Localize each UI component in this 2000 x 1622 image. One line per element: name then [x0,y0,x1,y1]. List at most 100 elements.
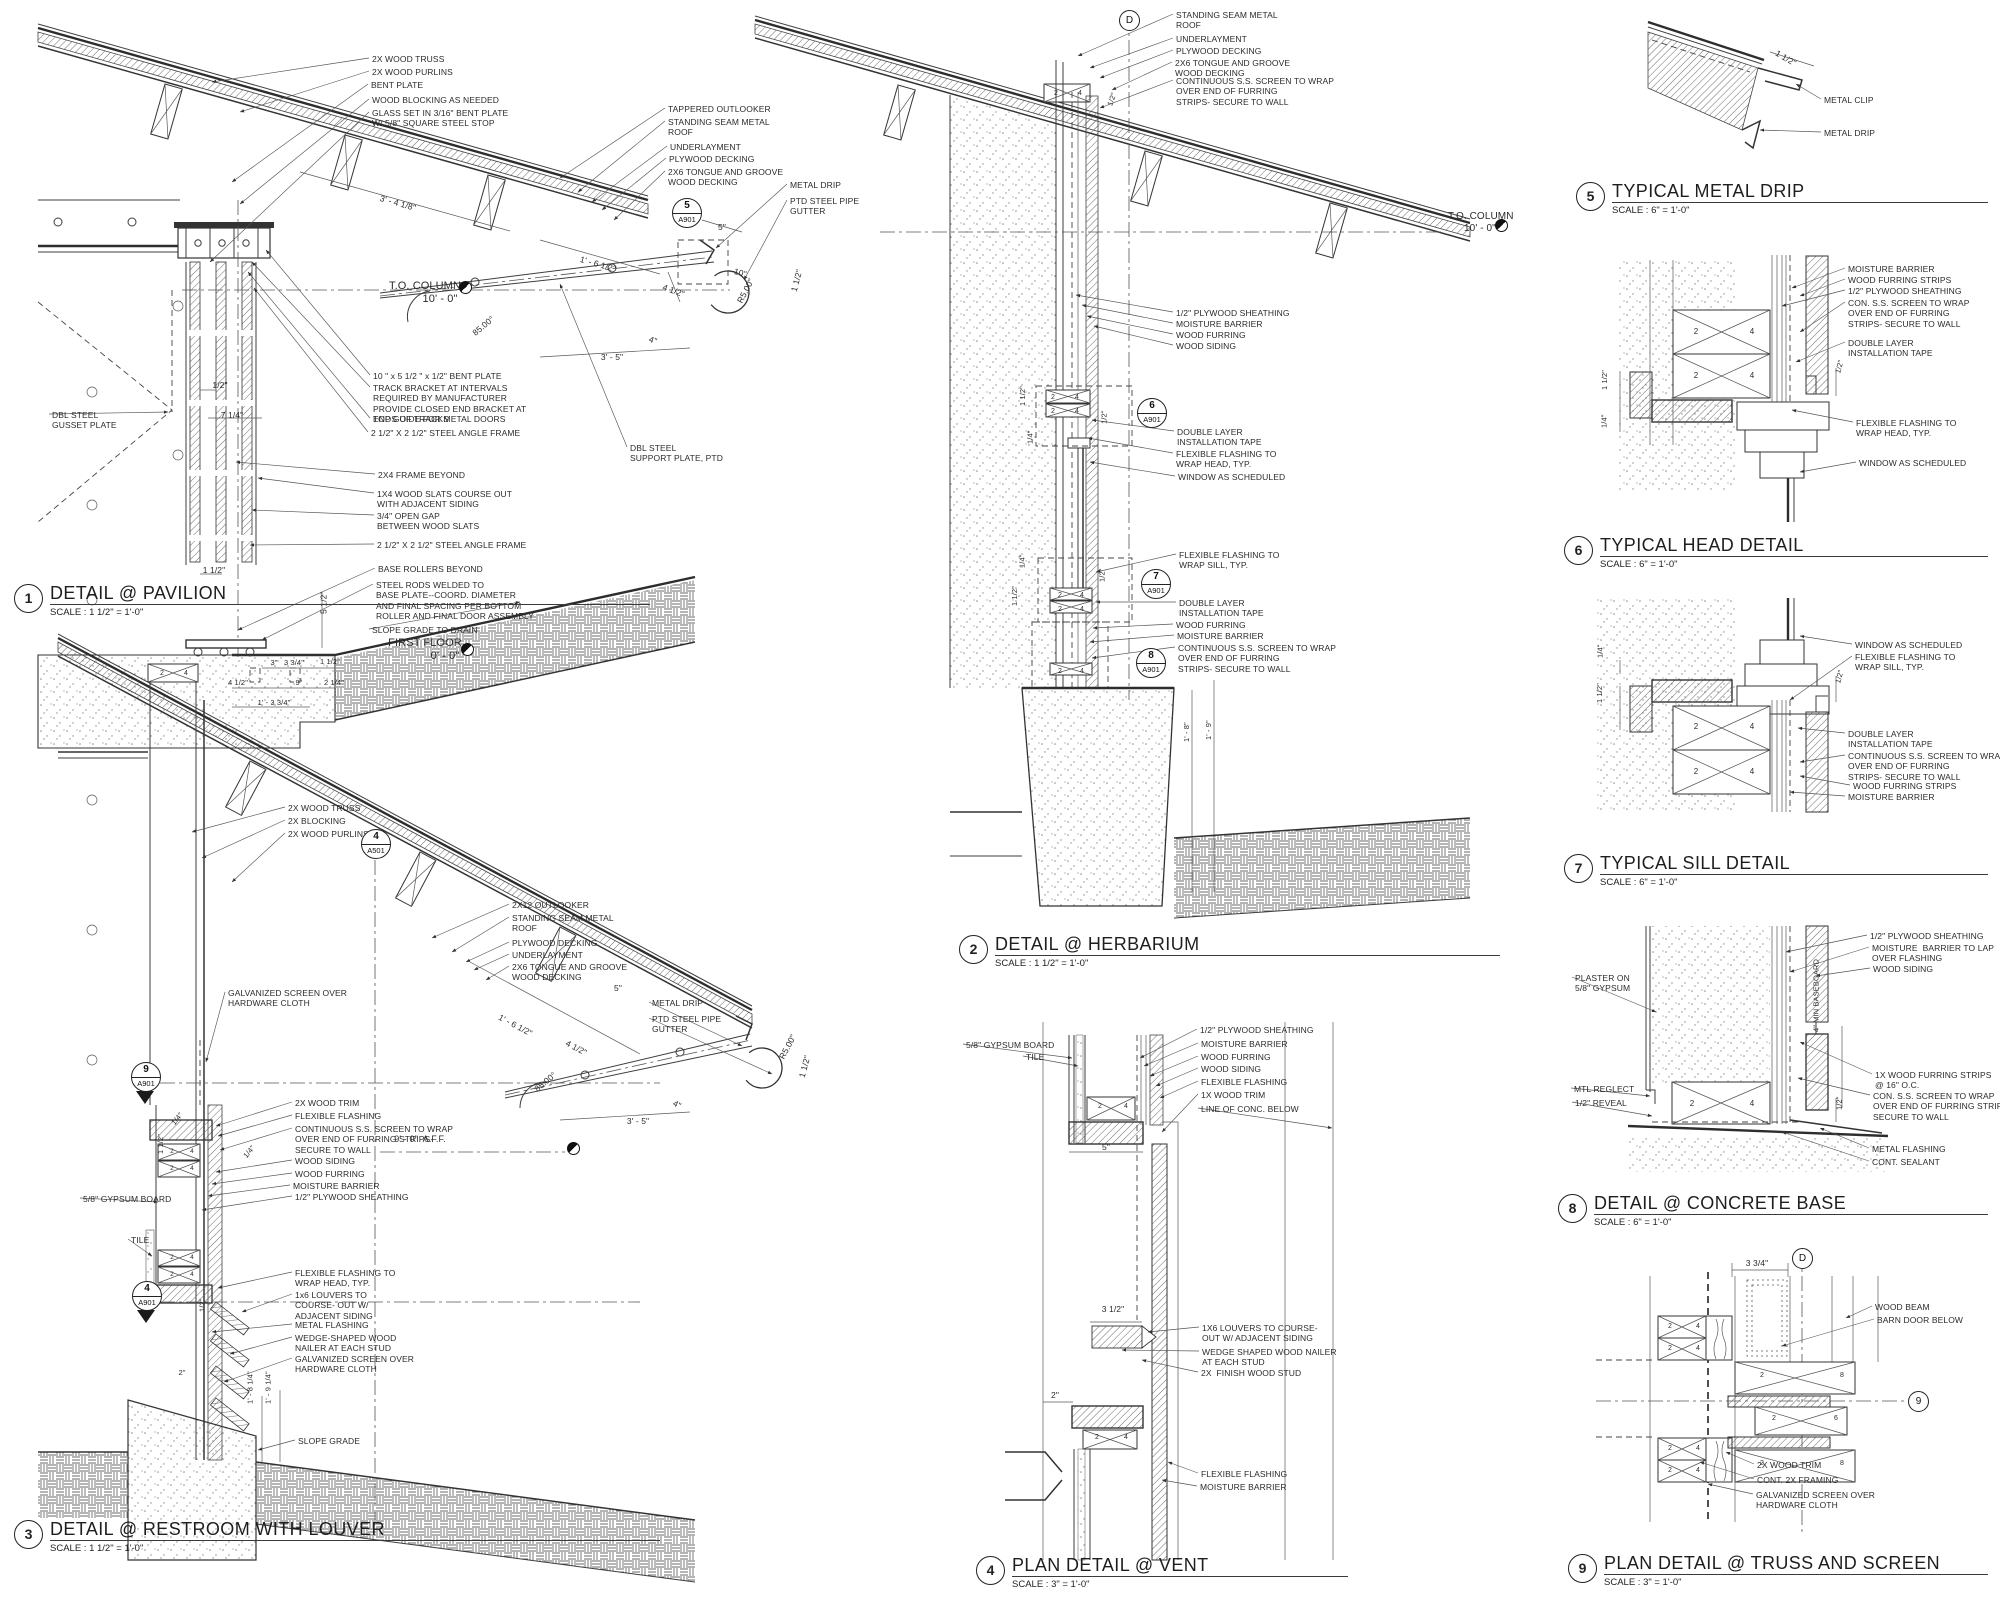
annotation-restroom-41: 4 [190,1271,194,1278]
detail-number-9: 9 [1568,1554,1597,1583]
annotation-herbarium-18: 4 [1075,394,1079,401]
annotation-herbarium-12: WOOD FURRING [1176,330,1246,340]
annotation-herbarium-0: STANDING SEAM METAL ROOF [1176,10,1278,31]
annotation-sill-3: DOUBLE LAYER INSTALLATION TAPE [1848,729,1933,750]
annotation-herbarium-14: 1 1/2" [1018,386,1028,406]
callout-sheet: A901 [137,1079,155,1088]
detail-title-text: TYPICAL METAL DRIP [1612,181,1805,201]
detail-scale-text: SCALE : 3" = 1'-0" [1012,1579,1090,1590]
annotation-restroom-5: PLYWOOD DECKING [512,938,598,948]
annotation-restroom-49: 1' - 8 1/4" [245,1371,255,1404]
callout-sheet: A901 [138,1298,156,1307]
annotation-pavilion-30: 1X4 WOOD SLATS COURSE OUT WITH ADJACENT … [377,489,513,510]
head-geometry [1618,255,1837,522]
annotation-concrete-base-6: 4" MIN BASEBOARD [1811,958,1821,1032]
detail-scale-text: SCALE : 6" = 1'-0" [1600,559,1678,570]
annotation-vent-0: 5/8" GYPSUM BOARD [966,1040,1055,1050]
annotation-herbarium-3: 2X6 TONGUE AND GROOVE WOOD DECKING [1175,58,1291,79]
annotation-truss-screen-11: 4 [1696,1445,1700,1452]
annotation-herbarium-34: 2 [1058,606,1062,613]
annotation-concrete-base-3: 1/2" PLYWOOD SHEATHING [1870,931,1984,941]
annotation-herbarium-10: 1/2" PLYWOOD SHEATHING [1176,308,1290,318]
annotation-pavilion-39: 1/2" [212,380,228,390]
detail-scale-text: SCALE : 1 1/2" = 1'-0" [995,958,1089,969]
detail-number-7: 7 [1564,854,1593,883]
annotation-herbarium-35: 4 [1080,606,1084,613]
annotation-restroom-39: 4 [190,1254,194,1261]
annotation-herbarium-29: 1/4" [1017,554,1027,569]
annotation-restroom-47: 1/2" [197,1298,207,1313]
annotation-restroom-16: 3' - 5" [626,1116,650,1126]
annotation-vent-2: 1/2" PLYWOOD SHEATHING [1200,1025,1314,1035]
annotation-truss-screen-3: 2X WOOD TRIM [1757,1460,1822,1470]
annotation-herbarium-24: FLEXIBLE FLASHING TO WRAP SILL, TYP. [1179,550,1280,571]
annotation-truss-screen-10: 2 [1668,1445,1672,1452]
annotation-herbarium-27: MOISTURE BARRIER [1177,631,1264,641]
annotation-metal-drip-1: METAL CLIP [1824,95,1874,105]
annotation-truss-screen-18: 2 [1760,1460,1764,1467]
annotation-herbarium-20: 4 [1075,408,1079,415]
annotation-head-9: 1/4" [1599,414,1609,429]
annotation-truss-screen-17: 6 [1834,1415,1838,1422]
annotation-herbarium-36: 2 [1058,668,1062,675]
annotation-pavilion-48: 2 1/4" [324,678,344,687]
annotation-pavilion-42: 5 1/2" [318,591,329,614]
title-underline [1600,874,1988,875]
annotation-concrete-base-2: 1/2" REVEAL [1575,1098,1627,1108]
vent-geometry [1005,1022,1334,1561]
annotation-herbarium-31: 1/2" [1097,568,1107,583]
annotation-pavilion-5: TAPPERED OUTLOOKER [668,104,771,114]
annotation-pavilion-27: 2 1/2" X 2 1/2" STEEL ANGLE FRAME [371,428,521,438]
annotation-restroom-27: 1/2" PLYWOOD SHEATHING [295,1192,409,1202]
level-datum-flag [1495,219,1508,232]
annotation-herbarium-15: 1/4" [1025,430,1035,445]
metal-drip-geometry [1647,20,1815,150]
title-underline [1594,1214,1988,1215]
annotation-herbarium-21: DOUBLE LAYER INSTALLATION TAPE [1177,427,1262,448]
annotation-pavilion-2: BENT PLATE [371,80,424,90]
annotation-herbarium-8: T.O. COLUMN [1448,211,1514,222]
detail-scale-text: SCALE : 6" = 1'-0" [1600,877,1678,888]
detail-title-text: DETAIL @ PAVILION [50,583,227,603]
level-datum-flag [459,281,472,294]
annotation-pavilion-36: FIRST FLOOR [388,637,462,649]
annotation-truss-screen-1: WOOD BEAM [1875,1302,1930,1312]
annotation-vent-15: 2X FINISH WOOD STUD [1201,1368,1302,1378]
callout-number: 8 [1137,649,1165,664]
annotation-pavilion-35: SLOPE GRADE TO DRAIN [372,625,478,635]
detail-title-text: DETAIL @ HERBARIUM [995,934,1200,954]
annotation-restroom-19: 2 [160,670,164,677]
annotation-concrete-base-10: METAL FLASHING [1872,1144,1946,1154]
annotation-herbarium-37: 4 [1080,668,1084,675]
detail-title-text: DETAIL @ RESTROOM WITH LOUVER [50,1519,385,1539]
annotation-restroom-42: FLEXIBLE FLASHING TO WRAP HEAD, TYP. [295,1268,396,1289]
annotation-restroom-24: WOOD SIDING [295,1156,356,1166]
title-underline [995,955,1500,956]
annotation-pavilion-3: WOOD BLOCKING AS NEEDED [372,95,499,105]
annotation-vent-1: TILE [1026,1052,1045,1062]
annotation-vent-20: MOISTURE BARRIER [1200,1482,1287,1492]
section-cut-arrow [136,1091,154,1104]
annotation-concrete-base-9: 1/2" [1834,1096,1844,1111]
detail-title-text: TYPICAL HEAD DETAIL [1600,535,1804,555]
annotation-sill-7: 1/4" [1595,644,1605,659]
annotation-pavilion-1: 2X WOOD PURLINS [372,67,453,77]
annotation-head-1: WOOD FURRING STRIPS [1848,275,1952,285]
annotation-concrete-base-0: PLASTER ON 5/8" GYPSUM [1575,973,1631,994]
annotation-herbarium-11: MOISTURE BARRIER [1176,319,1263,329]
annotation-pavilion-25: TRACK BRACKET AT INTERVALS REQUIRED BY M… [373,383,527,425]
title-underline [50,1540,660,1541]
annotation-truss-screen-5: GALVANIZED SCREEN OVER HARDWARE CLOTH [1756,1490,1876,1511]
detail-title-text: DETAIL @ CONCRETE BASE [1594,1193,1847,1213]
annotation-pavilion-49: 1' - 3 3/4" [257,698,291,707]
annotation-pavilion-45: 1 1/2" [320,657,340,666]
sill-geometry [1595,598,1837,813]
annotation-restroom-45: WEDGE-SHAPED WOOD NAILER AT EACH STUD [295,1333,397,1354]
annotation-restroom-1: 2X BLOCKING [288,816,346,826]
annotation-herbarium-17: 2 [1051,394,1055,401]
annotation-vent-13: 1X6 LOUVERS TO COURSE- OUT W/ ADJACENT S… [1202,1323,1318,1344]
detail-scale-text: SCALE : 1 1/2" = 1'-0" [50,1543,144,1554]
